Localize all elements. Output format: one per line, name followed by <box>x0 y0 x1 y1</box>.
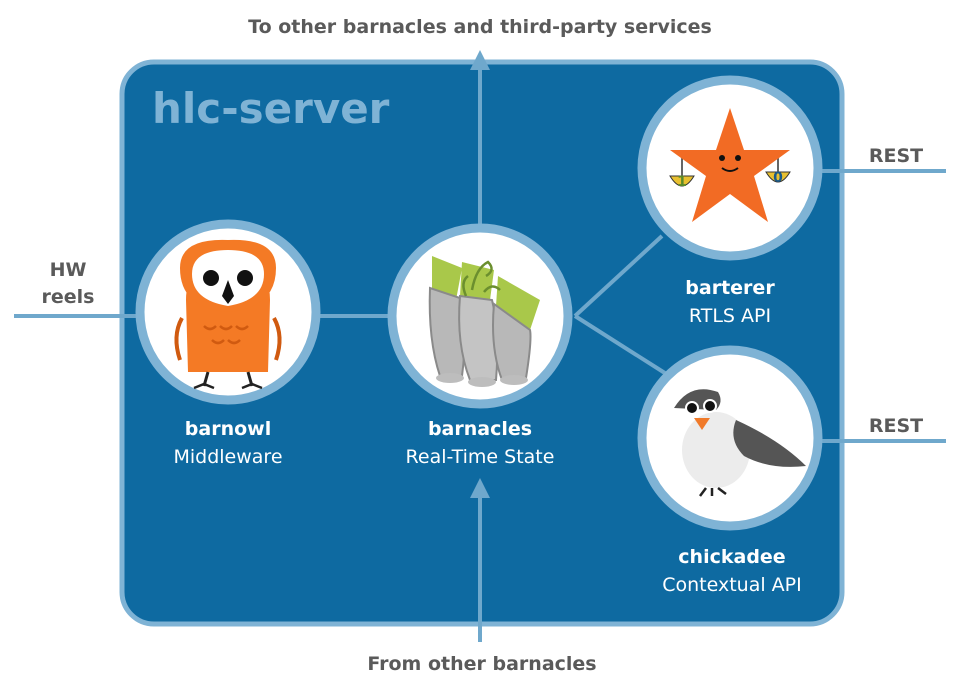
panel-title: hlc-server <box>152 84 390 133</box>
starfish-icon: 1 0 <box>669 108 791 222</box>
chickadee-role: Contextual API <box>662 574 802 596</box>
hw-label-line2: reels <box>42 286 95 308</box>
barnacles-role: Real-Time State <box>406 446 555 468</box>
barnowl-name: barnowl <box>185 418 271 440</box>
barnowl-role: Middleware <box>173 446 282 468</box>
svg-text:1: 1 <box>677 174 687 190</box>
chickadee-name: chickadee <box>678 546 785 568</box>
top-external-label: To other barnacles and third-party servi… <box>248 16 712 38</box>
line-barnacles-to-barterer <box>573 234 664 318</box>
barterer-name: barterer <box>685 277 775 299</box>
line-barnacles-to-chickadee <box>573 314 670 377</box>
bird-icon <box>674 389 806 497</box>
arrow-up-into-barnacles <box>470 478 490 498</box>
connection-lines <box>14 68 946 642</box>
barterer-node: 1 0 barterer RTLS API <box>637 75 823 327</box>
arrow-up-top <box>470 50 490 70</box>
chickadee-node: chickadee Contextual API <box>637 345 823 596</box>
hw-label-line1: HW <box>50 259 87 281</box>
barnacles-name: barnacles <box>428 418 532 440</box>
barterer-role: RTLS API <box>689 305 771 327</box>
barnowl-node: barnowl Middleware <box>135 219 321 468</box>
barnacles-icon <box>428 256 540 387</box>
svg-text:0: 0 <box>773 170 783 186</box>
rest-label-barterer: REST <box>869 145 923 167</box>
rest-label-chickadee: REST <box>869 415 923 437</box>
barnacles-node: barnacles Real-Time State <box>387 223 573 468</box>
owl-icon <box>174 239 282 390</box>
bottom-external-label: From other barnacles <box>367 653 596 675</box>
